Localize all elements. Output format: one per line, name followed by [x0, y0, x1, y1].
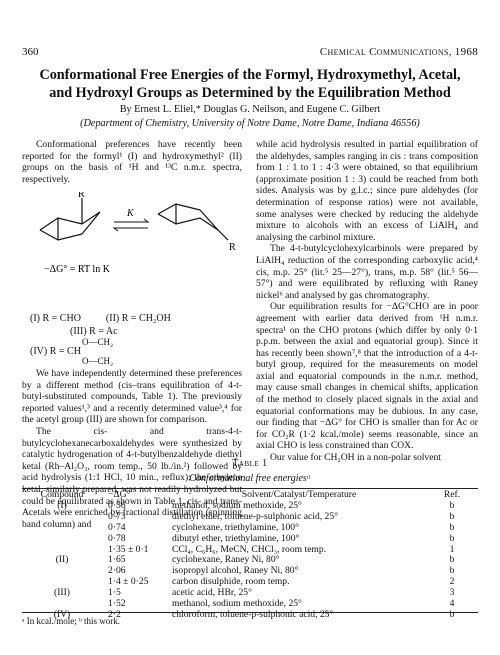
table-bottom-rule: [22, 612, 478, 613]
cell-delta-g: 1·65: [108, 554, 126, 566]
cell-delta-g: 1·4 ± 0·25: [108, 576, 149, 588]
cell-reference: b: [449, 565, 455, 577]
table-header-row: Compound −ΔG° Solvent/Catalyst/Temperatu…: [22, 489, 478, 501]
cell-reference: 3: [449, 587, 455, 599]
table-row: 2·06 isopropyl alcohol, Raney Ni, 80° b: [22, 565, 478, 577]
authors: By Ernest L. Eliel,* Douglas G. Neilson,…: [119, 104, 381, 115]
cell-compound: (II): [55, 554, 69, 566]
cell-compound: [22, 523, 102, 534]
equilibrium-constant-label: K: [126, 208, 135, 219]
definition-line-1: (I) R = CHO (II) R = CH₂OH: [30, 313, 171, 324]
compound-definitions: (I) R = CHO (II) R = CH₂OH (III) R = Ac …: [30, 313, 171, 366]
cell-conditions: cyclohexane, Raney Ni, 80°: [172, 554, 280, 566]
paragraph-results: Our equilibration results for −ΔG°CHO ar…: [256, 301, 478, 452]
title-line-1: Conformational Free Energies of the Form…: [39, 67, 461, 83]
equilibrium-arrows: [112, 218, 150, 232]
table-row: 0·73 diethyl ether, toluene-p-sulphonic a…: [22, 510, 478, 523]
cell-delta-g: 0·74: [108, 521, 126, 533]
cell-conditions: isopropyl alcohol, Raney Ni, 80°: [172, 565, 299, 577]
cell-compound: (III): [54, 587, 70, 599]
definition-line-3: O—CH₂: [82, 337, 114, 347]
equatorial-substituent: R: [229, 242, 236, 253]
definition-line-4: (IV) R = CH: [30, 346, 81, 357]
definition-line-2: (III) R = Ac: [70, 325, 118, 337]
table-top-rule: [22, 488, 478, 489]
cell-compound: [22, 512, 102, 523]
chair-axial: [39, 198, 101, 241]
cell-compound: [22, 534, 102, 545]
table-row: (I) 0·56 methanol, sodium methoxide, 25° b: [22, 499, 478, 512]
cell-compound: (I): [57, 499, 67, 511]
article-title: Conformational Free Energies of the Form…: [18, 66, 482, 102]
cell-reference: 1: [449, 543, 455, 555]
table-caption: Table 1: [232, 458, 268, 469]
cell-conditions: diethyl ether, toluene-p-sulphonic acid,…: [172, 510, 338, 522]
cell-reference: 2: [449, 576, 455, 588]
title-line-2: and Hydroxyl Groups as Determined by the…: [49, 85, 451, 101]
cell-reference: b: [449, 521, 455, 533]
table-row: (III) 1·5 acetic acid, HBr, 25° 3: [22, 587, 478, 599]
header-conditions: Solvent/Catalyst/Temperature: [241, 489, 357, 500]
cell-conditions: dibutyl ether, triethylamine, 100°: [172, 532, 300, 544]
cell-reference: b: [449, 554, 455, 566]
table-row: (IV) 2·2 chloroform, toluene-p-sulphonic a…: [22, 608, 478, 621]
table-row: (II) 1·65 cyclohexane, Raney Ni, 80° b: [22, 555, 478, 566]
cell-conditions: chloroform, toluene-p-sulphonic acid, 25…: [172, 608, 334, 620]
free-energy-equation: −ΔG° = RT ln K: [44, 264, 111, 275]
paragraph-hydrolysis: while acid hydrolysis resulted in partia…: [256, 139, 478, 243]
cell-conditions: cyclohexane, triethylamine, 100°: [172, 521, 299, 533]
cell-delta-g: 1·35 ± 0·1: [108, 543, 149, 555]
header-delta-g: −ΔG°: [108, 489, 131, 500]
page-number: 360: [22, 46, 39, 58]
intro-text: Conformational preferences have recently…: [22, 139, 242, 185]
right-column-body: while acid hydrolysis resulted in partia…: [256, 139, 478, 464]
journal-header: Chemical Communications, 1968: [319, 46, 478, 58]
table-row: 0·78 dibutyl ether, triethylamine, 100° b: [22, 532, 478, 545]
table-row: 1·4 ± 0·25 carbon disulphide, room temp. 2: [22, 576, 478, 588]
paragraph-method: We have independently determined these p…: [22, 368, 242, 426]
cell-reference: b: [449, 608, 455, 620]
cell-conditions: methanol, sodium methoxide, 25°: [172, 499, 302, 511]
table-footnote: ᵃ In kcal./mole; ᵇ this work.: [22, 616, 120, 626]
cell-delta-g: 0·73: [108, 510, 126, 522]
cell-delta-g: 2·06: [108, 565, 126, 577]
chair-equatorial: [157, 203, 229, 241]
cell-conditions: CCl₄, C₆H₆, MeCN, CHCl₃, room temp.: [172, 543, 327, 555]
axial-substituent: R: [78, 192, 85, 200]
cell-delta-g: 1·52: [108, 598, 126, 610]
header-reference: Ref.: [443, 489, 461, 500]
table-row: 0·74 cyclohexane, triethylamine, 100° b: [22, 521, 478, 534]
cell-reference: b: [449, 510, 455, 522]
cell-reference: b: [449, 499, 455, 511]
paragraph-synthesis: The cis- and trans-4-t-butylcyclohexanec…: [22, 425, 242, 530]
left-column-body: We have independently determined these p…: [22, 368, 242, 530]
cell-compound: [22, 566, 102, 577]
paragraph-ch2oh: Our value for CH₂OH in a non-polar solve…: [270, 452, 441, 464]
paragraph-carbinols: The 4-t-butylcyclohexylcarbinols were pr…: [256, 243, 478, 301]
cell-compound: (IV): [53, 608, 71, 620]
cell-delta-g: 1·5: [108, 587, 121, 599]
cell-delta-g: 0·56: [108, 499, 126, 511]
cell-reference: 4: [449, 598, 455, 610]
cell-reference: b: [449, 532, 455, 544]
cell-conditions: acetic acid, HBr, 25°: [172, 587, 252, 599]
affiliation: (Department of Chemistry, University of …: [80, 118, 420, 129]
cell-conditions: methanol, sodium methoxide, 25°: [172, 598, 302, 610]
conformational-energy-table: Compound −ΔG° Solvent/Catalyst/Temperatu…: [22, 489, 478, 621]
cell-delta-g: 0·78: [108, 532, 126, 544]
table-row: 1·35 ± 0·1 CCl₄, C₆H₆, MeCN, CHCl₃, room …: [22, 543, 478, 556]
definition-line-5: O—CH₂: [82, 356, 114, 366]
table-row: 1·52 methanol, sodium methoxide, 25° 4: [22, 598, 478, 610]
equilibrium-scheme: R K R −ΔG° = RT ln K: [39, 192, 236, 275]
cell-delta-g: 2·2: [108, 608, 121, 620]
header-compound: Compound: [40, 489, 84, 500]
intro-paragraph: Conformational preferences have recently…: [22, 139, 242, 185]
cell-conditions: carbon disulphide, room temp.: [172, 576, 290, 588]
table-subtitle: Conformational free energiesᵃ: [189, 473, 311, 484]
